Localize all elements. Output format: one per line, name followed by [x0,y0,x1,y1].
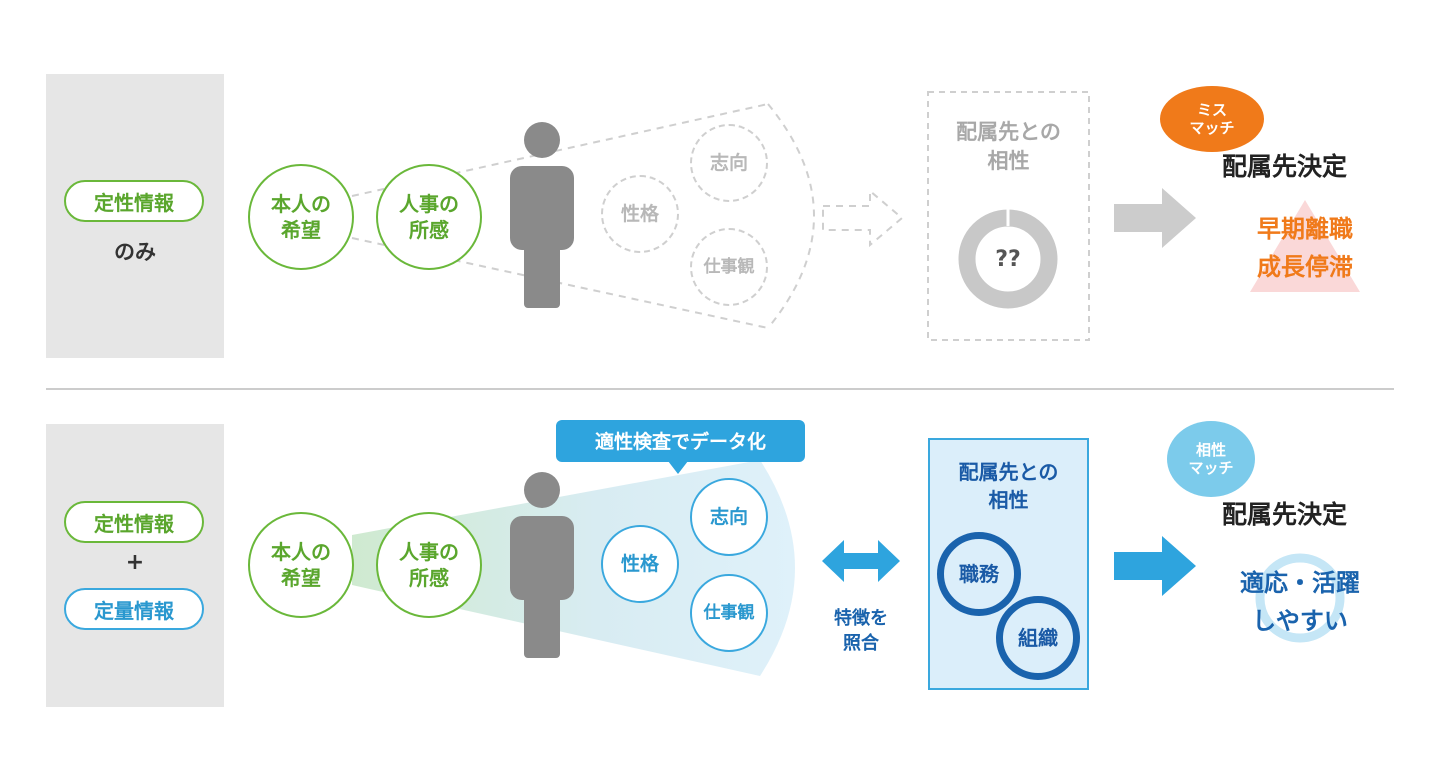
trait-personality-circle: 性格 [601,175,679,253]
hr-impression-circle: 人事の 所感 [376,164,482,270]
quantitative-info-pill: 定量情報 [64,588,204,630]
mismatch-badge: ミス マッチ [1160,86,1264,152]
match-double-arrow [822,540,900,582]
top-affinity-title: 配属先との 相性 [956,120,1061,174]
qualitative-info-pill-bottom: 定性情報 [64,501,204,543]
callout-text: 適性検査でデータ化 [594,431,766,453]
trait-work-values-circle: 仕事観 [690,228,768,306]
top-affinity-box [927,91,1090,341]
person-figure-top [510,122,574,308]
organization-affinity-circle: 組織 [996,596,1080,680]
warning-triangle-icon [1250,200,1360,292]
match-badge: 相性 マッチ [1167,421,1255,497]
job-affinity-circle: 職務 [937,532,1021,616]
top-dashed-arrow [822,188,904,248]
plus-sign: + [125,550,145,575]
person-figure-bottom [510,472,574,658]
only-label: のみ [114,240,156,264]
top-decision-label: 配属先決定 [1222,152,1348,181]
bottom-info-panel [46,424,224,707]
bottom-blue-arrow [1114,536,1196,596]
trait-work-values-circle-bottom: 仕事観 [690,574,768,652]
top-gray-arrow [1114,188,1196,248]
unknown-mark: ?? [995,247,1021,272]
trait-personality-circle-bottom: 性格 [601,525,679,603]
hr-impression-circle-bottom: 人事の 所感 [376,512,482,618]
callout-box [556,420,805,462]
success-ring-icon [1255,553,1345,643]
match-label: 特徴を 照合 [834,608,888,655]
qualitative-info-pill: 定性情報 [64,180,204,222]
bottom-affinity-title: 配属先との 相性 [958,460,1059,512]
self-wish-circle: 本人の 希望 [248,164,354,270]
trait-orientation-circle-bottom: 志向 [690,478,768,556]
bottom-result-label: 適応・活躍 しやすい [1240,569,1360,636]
self-wish-circle-bottom: 本人の 希望 [248,512,354,618]
top-result-label: 早期離職 成長停滞 [1257,215,1353,282]
trait-orientation-circle: 志向 [690,124,768,202]
bottom-decision-label: 配属先決定 [1222,500,1348,529]
